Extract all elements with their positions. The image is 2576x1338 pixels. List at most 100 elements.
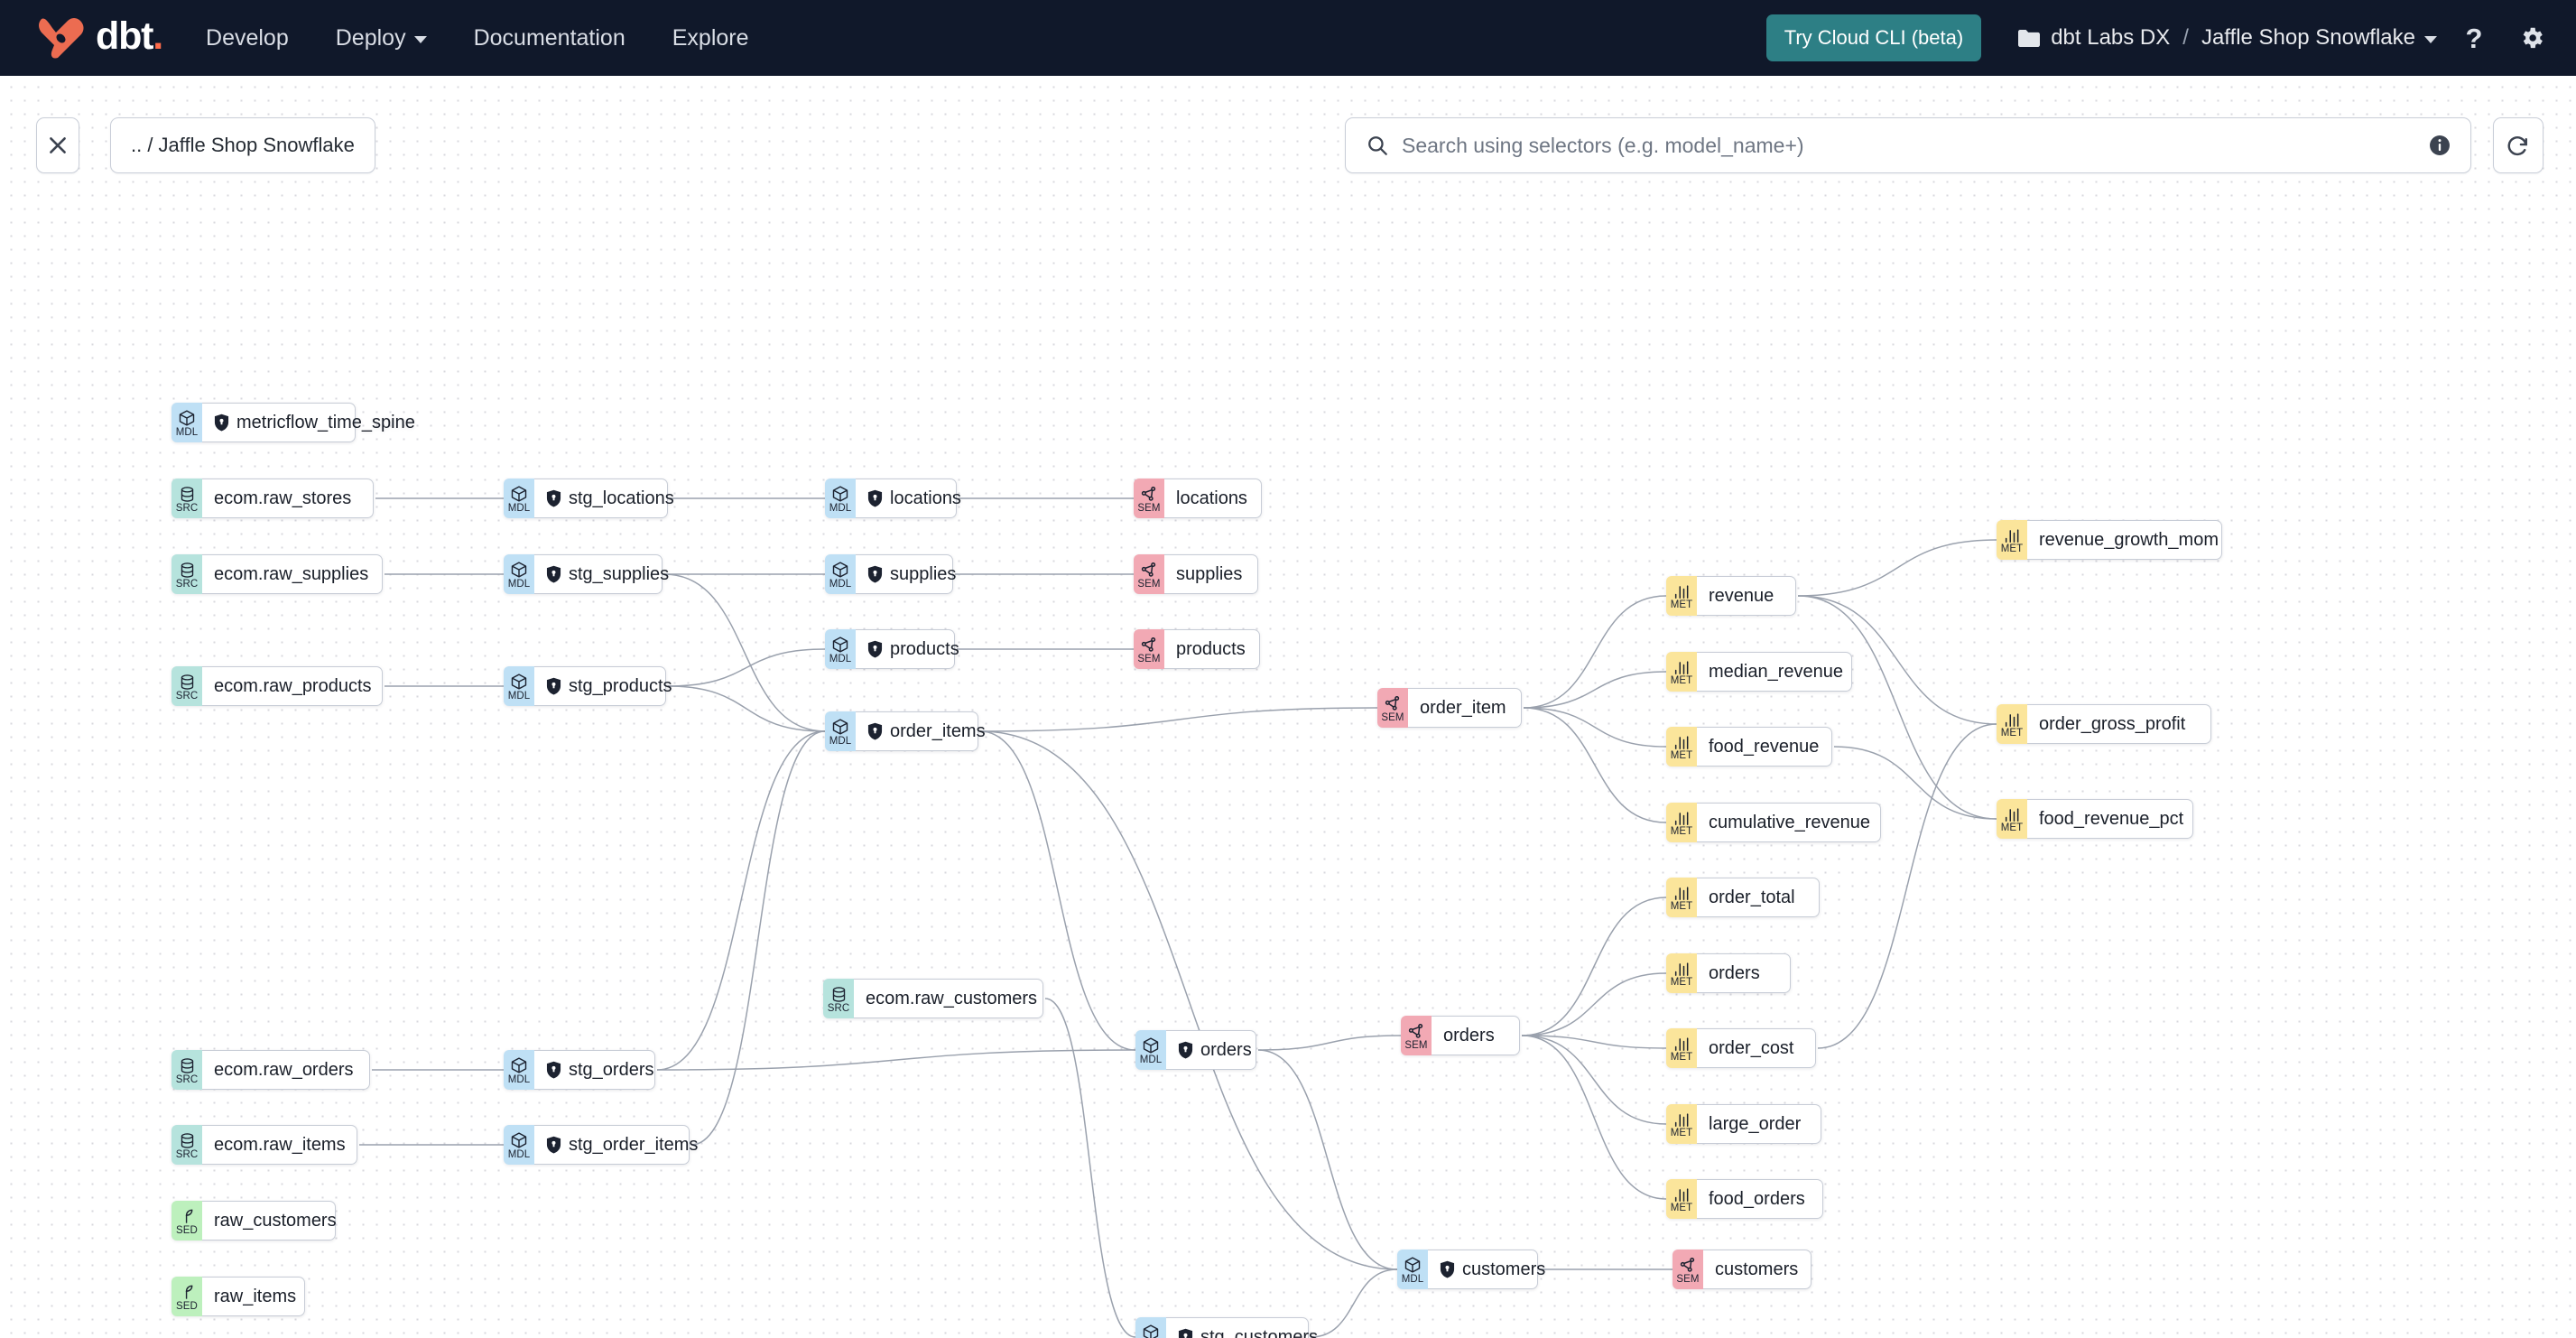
help-button[interactable]: ? xyxy=(2453,17,2495,59)
dbt-brand[interactable]: dbt xyxy=(36,15,162,60)
brand-wordmark: dbt xyxy=(96,16,162,56)
try-cloud-cli-button[interactable]: Try Cloud CLI (beta) xyxy=(1765,14,1982,61)
node-type-badge-src: SRC xyxy=(171,479,202,518)
node-label: metricflow_time_spine xyxy=(236,412,415,432)
node-body: order_item xyxy=(1408,688,1522,728)
lineage-edge xyxy=(1833,746,1997,820)
search-bar[interactable] xyxy=(1345,117,2471,173)
account-name[interactable]: dbt Labs DX xyxy=(2051,25,2171,50)
node-type-label: SEM xyxy=(1676,1274,1700,1285)
lineage-edge xyxy=(1521,1035,1667,1049)
node-body: locations xyxy=(856,479,961,518)
nav-item-documentation[interactable]: Documentation xyxy=(474,25,625,51)
node-type-badge-met: MET xyxy=(1666,727,1697,767)
nav-item-explore[interactable]: Explore xyxy=(672,25,749,51)
node-label: ecom.raw_supplies xyxy=(214,563,369,584)
node-label: customers xyxy=(1715,1259,1799,1279)
node-label: stg_locations xyxy=(569,488,674,508)
node-label: supplies xyxy=(1176,563,1243,584)
node-type-label: MET xyxy=(1670,1051,1693,1063)
graph-breadcrumb-button[interactable]: .. / Jaffle Shop Snowflake xyxy=(110,117,375,173)
protected-shield-icon xyxy=(546,677,561,695)
lineage-edge xyxy=(1521,1035,1667,1125)
refresh-button[interactable] xyxy=(2493,117,2544,173)
node-type-badge-met: MET xyxy=(1666,652,1697,692)
node-body: ecom.raw_supplies xyxy=(202,554,383,594)
lineage-edge xyxy=(979,730,1398,1270)
nav-item-deploy[interactable]: Deploy xyxy=(336,25,427,51)
nav-right-group: Try Cloud CLI (beta) dbt Labs DX / Jaffl… xyxy=(1765,14,2553,61)
node-body: median_revenue xyxy=(1697,652,1852,692)
project-name-label: Jaffle Shop Snowflake xyxy=(2201,25,2415,50)
node-type-label: SED xyxy=(176,1225,198,1236)
node-body: orders xyxy=(1166,1030,1256,1070)
graph-node-mdl_supplies[interactable]: MDL supplies xyxy=(825,554,957,594)
node-label: products xyxy=(890,638,959,659)
node-type-badge-mdl: MDL xyxy=(1135,1317,1166,1338)
node-body: revenue_growth_mom xyxy=(2027,520,2222,560)
node-type-label: SRC xyxy=(827,1002,850,1014)
lineage-edge xyxy=(1797,595,1997,820)
graph-node-sed_raw_customers[interactable]: SED raw_customers xyxy=(171,1201,337,1240)
node-body: order_gross_profit xyxy=(2027,704,2211,744)
info-icon[interactable] xyxy=(2427,133,2452,158)
node-body: raw_customers xyxy=(202,1201,337,1240)
nav-item-documentation-label: Documentation xyxy=(473,24,625,51)
node-body: food_orders xyxy=(1697,1179,1823,1219)
node-type-badge-sed: SED xyxy=(171,1277,202,1316)
lineage-edge xyxy=(690,730,826,1146)
close-button[interactable] xyxy=(36,117,79,173)
node-type-label: MDL xyxy=(829,579,852,590)
nav-item-develop[interactable]: Develop xyxy=(206,25,289,51)
project-selector[interactable]: Jaffle Shop Snowflake xyxy=(2201,25,2437,51)
node-label: stg_products xyxy=(569,675,672,696)
protected-shield-icon xyxy=(867,640,883,658)
node-type-badge-met: MET xyxy=(1666,1104,1697,1144)
graph-node-sem_customers[interactable]: SEM customers xyxy=(1673,1250,1812,1289)
node-type-badge-sem: SEM xyxy=(1377,688,1408,728)
settings-button[interactable] xyxy=(2511,17,2553,59)
search-input[interactable] xyxy=(1402,133,2427,158)
node-label: cumulative_revenue xyxy=(1709,812,1870,832)
lineage-edge xyxy=(1523,595,1667,709)
node-label: supplies xyxy=(890,563,957,584)
node-label: order_gross_profit xyxy=(2039,713,2186,734)
